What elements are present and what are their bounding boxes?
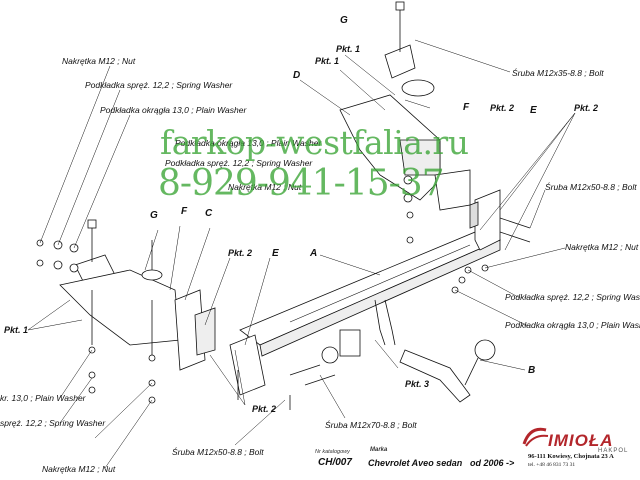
label-bolt-m12x70: Śruba M12x70-8.8 ; Bolt: [325, 420, 417, 430]
pkt1-top-a: Pkt. 1: [336, 44, 361, 54]
pkt2-upper-right: Pkt. 2: [574, 103, 599, 113]
label-plain-washer-right: Podkładka okrągła 13,0 ; Plain Washer: [505, 320, 640, 330]
socket-plate: [321, 299, 396, 364]
upper-bracket-d: [339, 94, 471, 211]
company-address: 96-111 Kowiesy, Chojnata 23 A: [528, 453, 614, 460]
pkt1-left: Pkt. 1: [4, 325, 29, 335]
letter-c: C: [205, 208, 213, 219]
fasteners-middle: [403, 175, 414, 244]
pkt3: Pkt. 3: [405, 379, 430, 389]
letter-b: B: [528, 365, 536, 376]
watermark-phone: 8-929-941-15-37: [158, 163, 445, 204]
label-nut-mid: Nakrętka M12 ; Nut: [228, 182, 302, 192]
towball-b: [399, 339, 496, 403]
label-bolt-m12x35: Śruba M12x35-8.8 ; Bolt: [512, 68, 604, 78]
company-name: IMIOŁA: [548, 431, 614, 450]
label-spring-washer-mid: Podkładka spręż. 12,2 ; Spring Washer: [165, 158, 313, 168]
brand-caption: Marka: [370, 447, 388, 453]
label-spring-washer-bottom-left: spręż. 12,2 ; Spring Washer: [0, 418, 106, 428]
letter-e-mid: E: [272, 248, 279, 259]
left-bracket-c: [174, 289, 216, 371]
watermark-site: farkop-westfalia.ru: [160, 123, 469, 162]
label-nut-bottom-left: Nakrętka M12 ; Nut: [42, 464, 116, 474]
fasteners-bottom-left: [88, 290, 156, 404]
pkt1-top-b: Pkt. 1: [315, 56, 340, 66]
label-plain-washer-bottom-left: kr. 13,0 ; Plain Washer: [0, 393, 86, 403]
label-spring-washer-right: Podkładka spręż. 12,2 ; Spring Washer: [505, 292, 640, 302]
label-bolt-m12x50-bottom: Śruba M12x50-8.8 ; Bolt: [172, 447, 264, 457]
label-spring-washer-top-left: Podkładka spręż. 12,2 ; Spring Washer: [85, 80, 233, 90]
crossbar-a: [239, 229, 501, 357]
label-bolt-m12x50-right: Śruba M12x50-8.8 ; Bolt: [545, 182, 637, 192]
letter-f-top: F: [463, 102, 470, 113]
letter-a: A: [310, 248, 318, 259]
pkt2-center: Pkt. 2: [228, 248, 253, 258]
right-bracket-e: [469, 189, 501, 251]
letter-e-top: E: [530, 105, 537, 116]
letter-d: D: [293, 70, 301, 81]
letter-f-left: F: [181, 206, 188, 217]
letter-g-top: G: [340, 15, 348, 26]
plate-g-top: [384, 1, 416, 79]
company-sub: HAKPOL: [598, 448, 629, 454]
pkt2-bottom: Pkt. 2: [252, 404, 277, 414]
vehicle-years: od 2006 ->: [470, 458, 515, 468]
pkt2-upper-mid: Pkt. 2: [490, 103, 515, 113]
fasteners-top-left: [36, 239, 79, 273]
washer-f-top: [401, 79, 435, 97]
leader-lines: [27, 39, 576, 469]
label-nut-top-left: Nakrętka M12 ; Nut: [62, 56, 136, 66]
catalog-number: CH/007: [318, 457, 352, 468]
label-plain-washer-top-left: Podkładka okrągła 13,0 ; Plain Washer: [100, 105, 247, 115]
label-plain-washer-mid: Podkładka okrągła 13,0 ; Plain Washer: [175, 138, 322, 148]
letter-g-left: G: [150, 210, 158, 221]
company-tel: tel. +48 46 831 73 31: [528, 462, 576, 468]
company-logo-icon: [522, 427, 549, 447]
vehicle-model: Chevrolet Aveo sedan: [368, 458, 463, 468]
plate-f-left: [59, 240, 181, 346]
catalog-caption: Nr katalogowy: [315, 449, 350, 455]
label-nut-right: Nakrętka M12 ; Nut: [565, 242, 639, 252]
